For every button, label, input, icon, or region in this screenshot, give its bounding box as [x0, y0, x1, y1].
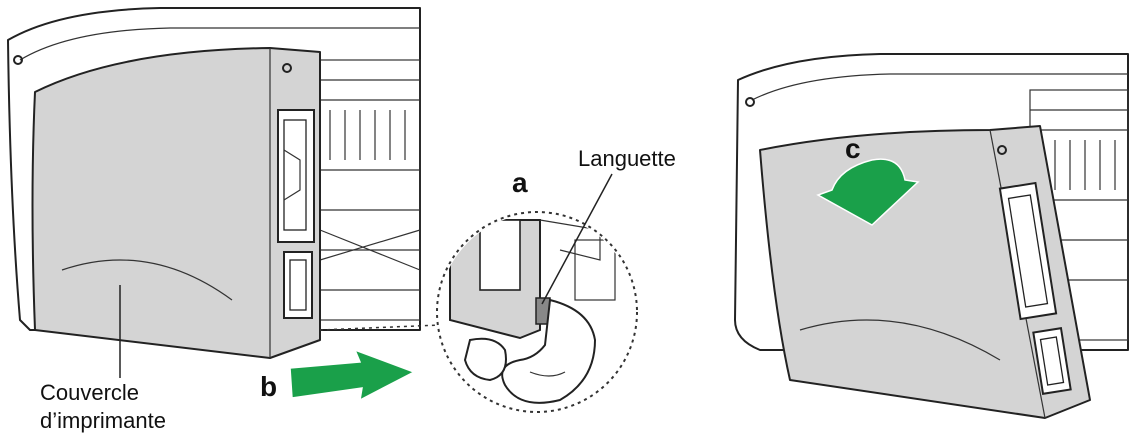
step-c-label: c: [845, 133, 861, 164]
printer-cover-label: Couvercle: [40, 380, 139, 405]
tab-detail-callout: a Languette: [436, 146, 676, 413]
step-b-label: b: [260, 371, 277, 402]
arrow-right-icon: [289, 348, 416, 402]
left-printer-illustration: Couvercle d’imprimante b: [7, 7, 441, 433]
printer-cover-opened: [759, 125, 1091, 419]
curved-arrow-down-icon: [816, 158, 920, 226]
right-printer-illustration: c: [734, 53, 1129, 419]
tab-label: Languette: [578, 146, 676, 171]
printer-cover: [31, 47, 321, 359]
printer-cover-label-line2: d’imprimante: [40, 408, 166, 433]
step-a-label: a: [512, 167, 528, 198]
tab-leader-line: [541, 173, 613, 305]
